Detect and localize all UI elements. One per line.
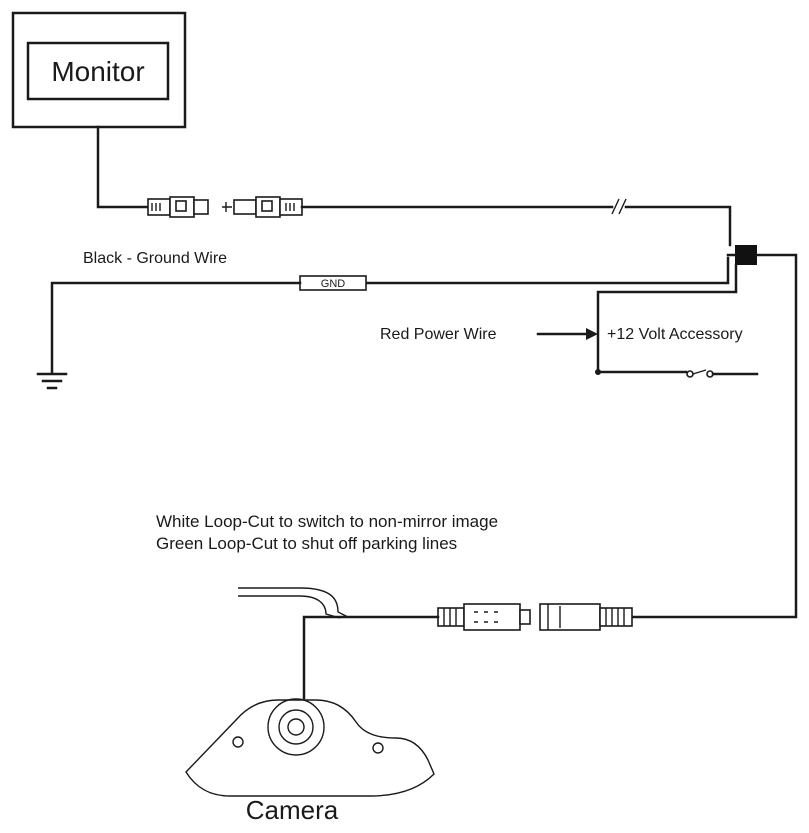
loop-wire-outer [238, 587, 349, 618]
camera-screw-left [232, 736, 244, 748]
female-connector-detail [547, 604, 561, 630]
red-power-wire [596, 263, 738, 374]
camera-body [185, 698, 435, 797]
ground-symbol-icon [36, 372, 68, 390]
female-connector-body [539, 603, 601, 631]
monitor-screen [26, 41, 170, 101]
male-connector-ribs [443, 608, 457, 626]
male-connector-tip [519, 609, 531, 625]
monitor-cable [96, 125, 150, 209]
camera-housing [185, 699, 435, 797]
power-junction-dot [595, 369, 601, 375]
red-power-arrow-icon [586, 328, 598, 340]
female-connector-grip [599, 607, 633, 627]
male-connector-pins [474, 611, 498, 623]
camera-cable-connector-male [437, 603, 531, 631]
extension-jack-ribs [285, 203, 295, 211]
extension-connector [222, 196, 303, 218]
red-power-wire-label: Red Power Wire [380, 326, 497, 343]
camera-lens-ring [267, 698, 325, 756]
camera-lens-icon [287, 718, 305, 736]
male-connector-body [463, 603, 521, 631]
white-loop-label: White Loop-Cut to switch to non-mirror i… [156, 512, 498, 531]
extension-jack-tip [233, 199, 257, 215]
camera-return-cable [630, 253, 798, 619]
extension-pin [222, 202, 232, 212]
camera-screw-right [372, 742, 384, 754]
monitor-plug-ribs [151, 203, 161, 211]
extension-jack-grip [279, 198, 303, 216]
camera-lens-mid [278, 709, 314, 745]
ground-wire-label: Black - Ground Wire [83, 250, 227, 267]
accessory-label: +12 Volt Accessory [607, 326, 743, 343]
female-connector-ribs [605, 608, 625, 626]
camera-cable-connector-female [539, 603, 633, 631]
male-connector-grip [437, 607, 465, 627]
accessory-switch-icon [686, 369, 759, 378]
monitor-plug-window [175, 200, 187, 212]
camera-pigtail [302, 615, 440, 700]
ground-wire [364, 256, 730, 285]
gnd-tag-label: GND [321, 278, 346, 290]
monitor: Monitor [11, 11, 187, 129]
monitor-connector [147, 196, 209, 218]
ground-wire-run [50, 281, 302, 374]
extension-jack-window [261, 200, 273, 212]
camera-label: Camera [246, 795, 339, 825]
junction-block [735, 245, 757, 265]
extension-cable-b [624, 205, 732, 247]
cable-break-mark [611, 198, 627, 215]
green-loop-label: Green Loop-Cut to shut off parking lines [156, 534, 457, 553]
loop-wire-inner [238, 595, 341, 619]
monitor-label: Monitor [51, 56, 144, 87]
monitor-plug-tip [193, 199, 209, 215]
